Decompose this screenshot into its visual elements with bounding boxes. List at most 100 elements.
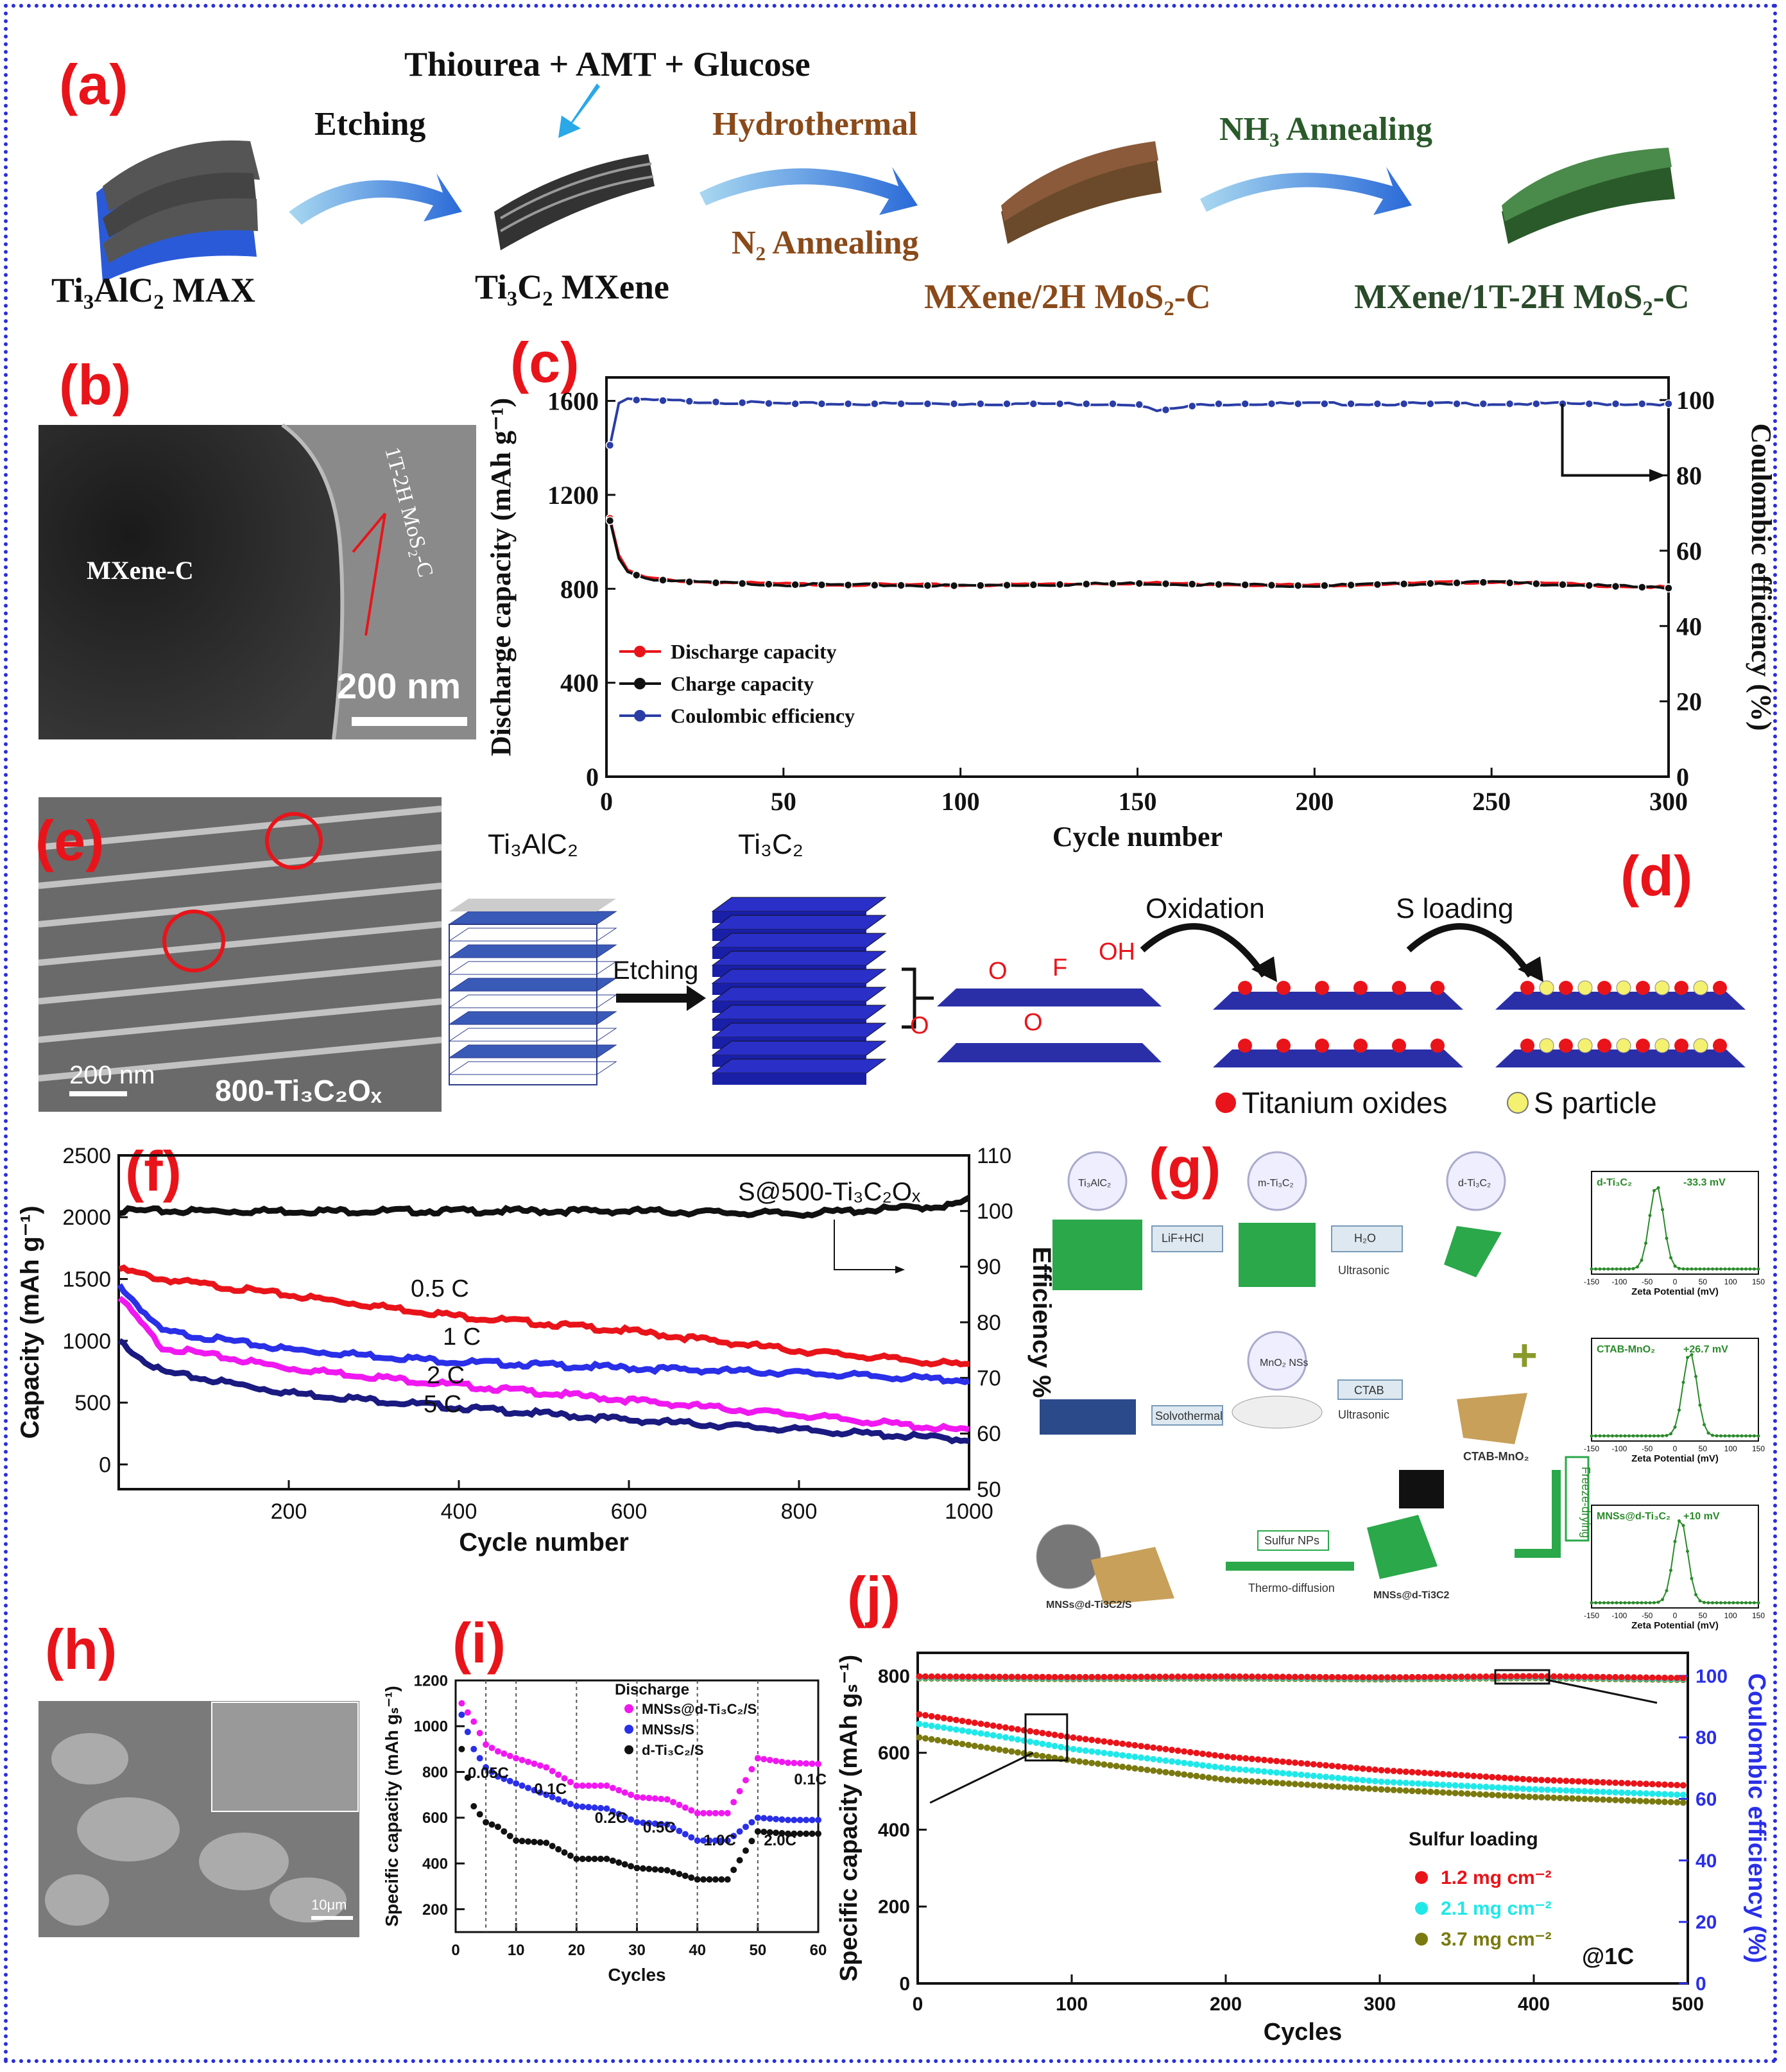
point-1	[1248, 1767, 1255, 1774]
zoom-box-2	[1494, 1669, 1550, 1685]
point-1	[1125, 1752, 1132, 1759]
point-0	[494, 1748, 501, 1755]
point-1	[784, 1817, 791, 1824]
point-3	[1390, 1674, 1397, 1681]
point-1	[1544, 1786, 1551, 1793]
point-0	[658, 1795, 665, 1802]
point-1	[1119, 1752, 1126, 1759]
point-2	[603, 1855, 610, 1862]
y2-axis-label: Coulombic efficiency (%)	[1743, 1673, 1770, 1964]
point-2	[977, 1743, 984, 1750]
point-0	[1094, 1737, 1101, 1744]
point-1	[579, 1803, 586, 1810]
series-marker-2	[817, 399, 827, 408]
point-2	[1612, 1797, 1619, 1804]
ti3c2-stack	[711, 897, 887, 1085]
ti-oxide	[1392, 981, 1406, 995]
point-1	[1679, 1791, 1687, 1799]
point-3	[1525, 1673, 1533, 1680]
point-0	[543, 1764, 550, 1771]
y2-tick-label: 0	[1676, 763, 1689, 791]
point-2	[1224, 1776, 1231, 1783]
point-3	[1452, 1673, 1459, 1680]
point-1	[1205, 1763, 1212, 1770]
point-3	[984, 1673, 990, 1680]
y-tick-label: 0	[586, 763, 599, 791]
point-3	[1279, 1673, 1286, 1680]
y-tick-label: 1000	[414, 1718, 448, 1736]
point-0	[766, 1757, 773, 1764]
s-particle	[1693, 1038, 1708, 1053]
point-1	[1550, 1786, 1558, 1793]
point-2	[1384, 1786, 1391, 1793]
zeta-tick: -50	[1642, 1611, 1653, 1620]
layer	[448, 911, 617, 925]
point-2	[760, 1828, 768, 1835]
point-2	[1532, 1793, 1539, 1800]
zeta-tick: -100	[1611, 1277, 1627, 1286]
point-1	[1600, 1788, 1606, 1795]
point-1	[1217, 1764, 1224, 1771]
y2-tick-label: 40	[1696, 1851, 1717, 1872]
point-2	[730, 1867, 737, 1874]
point-2	[743, 1847, 749, 1854]
zeta-axis-label: Zeta Potential (mV)	[1631, 1453, 1719, 1464]
zeta-tick: 0	[1673, 1277, 1678, 1286]
point-2	[996, 1746, 1003, 1753]
y2-tick-label: 40	[1676, 612, 1702, 641]
y-tick-label: 600	[422, 1809, 448, 1827]
series-marker-2	[1399, 399, 1409, 408]
tem-arrow-1	[352, 512, 386, 553]
point-1	[1427, 1781, 1434, 1788]
point-3	[1033, 1673, 1040, 1680]
point-0	[1156, 1745, 1163, 1752]
point-3	[1667, 1674, 1674, 1681]
zeta-frame	[1591, 1505, 1759, 1609]
series-marker-1	[791, 580, 800, 589]
point-1	[519, 1782, 526, 1789]
point-0	[633, 1793, 640, 1800]
point-1	[1138, 1754, 1144, 1761]
y2-tick-label: 60	[977, 1422, 1001, 1446]
point-1	[1378, 1778, 1385, 1785]
series-marker-1	[1241, 580, 1249, 589]
stage-mxene-2h: MXene/2H MoS₂-C	[924, 277, 1211, 316]
mnss-s-sem	[1036, 1524, 1101, 1589]
point-1	[1458, 1782, 1465, 1789]
point-1	[531, 1787, 538, 1794]
x-tick-label: 20	[568, 1942, 585, 1959]
legend-label-1: Charge capacity	[671, 672, 814, 695]
point-3	[1113, 1673, 1120, 1680]
point-1	[1569, 1787, 1576, 1794]
point-0	[1242, 1755, 1249, 1762]
rate-label-2: 2 C	[427, 1362, 465, 1389]
legend-marker-1	[634, 678, 646, 689]
y-tick-label: 1200	[547, 481, 599, 510]
legend-label-0: MNSs@d-Ti₃C₂/S	[642, 1701, 757, 1717]
point-0	[1556, 1777, 1563, 1784]
series-line-1	[117, 1283, 970, 1386]
point-0	[1636, 1780, 1644, 1787]
point-3	[1045, 1673, 1052, 1680]
point-1	[1452, 1782, 1459, 1789]
point-1	[1279, 1770, 1286, 1777]
point-2	[664, 1867, 671, 1874]
zeta-frame	[1591, 1171, 1759, 1275]
point-0	[1409, 1768, 1416, 1775]
point-0	[1082, 1736, 1089, 1743]
point-1	[815, 1817, 821, 1824]
point-2	[1236, 1777, 1243, 1784]
zeta-tick: 150	[1752, 1444, 1765, 1453]
series-marker-2	[1187, 401, 1197, 411]
point-1	[525, 1784, 531, 1791]
max-phase-graphic	[96, 140, 260, 282]
point-3	[1156, 1673, 1163, 1680]
series-marker-2	[1320, 399, 1329, 408]
point-1	[597, 1804, 604, 1811]
point-3	[922, 1673, 929, 1680]
point-3	[1298, 1673, 1305, 1680]
panel-a-label: (a)	[59, 53, 128, 116]
point-2	[1525, 1793, 1533, 1800]
point-0	[1421, 1769, 1428, 1776]
panel-i-label: (i)	[452, 1611, 506, 1675]
